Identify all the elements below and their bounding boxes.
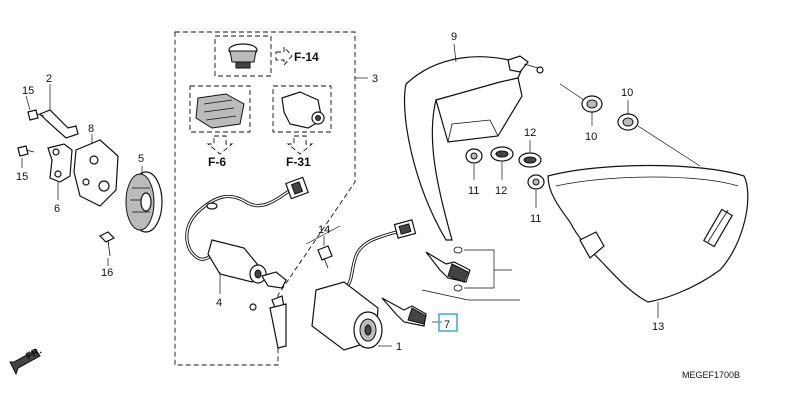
part-15-bolt-lower [17,145,35,168]
part-10-grommet-a [559,83,603,126]
label-10-left: 10 [585,131,597,143]
part-11-grommet-a [465,148,483,180]
inset-f31: F-31 [272,85,332,169]
label-11-right: 11 [530,213,541,225]
front-arrow-icon [9,349,41,376]
label-13: 13 [652,321,664,333]
label-9: 9 [451,31,457,43]
label-15-lower: 15 [16,171,28,183]
part-15-bolt-upper [25,95,45,121]
arrow-f31-icon [286,135,314,155]
label-3: 3 [372,73,378,85]
part-10-grommet-b [617,100,701,167]
part-5-cover [125,166,163,233]
label-2: 2 [46,73,52,85]
label-1: 1 [396,341,402,353]
label-15-upper: 15 [22,85,34,97]
label-5: 5 [138,153,144,165]
label-7: 7 [444,319,450,331]
part-16-bolt [98,231,116,266]
label-16: 16 [101,267,113,279]
ref-f6: F-6 [208,155,226,169]
part-8-plate [73,134,119,207]
extension-lines [305,225,520,301]
part-4-ignition-switch [185,176,309,349]
part-9-side-cover [403,43,544,241]
part-6-stay [47,143,73,200]
arrow-f6-icon [206,135,234,155]
ref-f31: F-31 [286,155,311,169]
ref-f14: F-14 [294,50,319,64]
label-11-left: 11 [468,185,479,197]
label-12-upper: 12 [524,127,536,139]
part-13-side-cover [547,164,749,318]
part-12-grommet-b [518,140,542,168]
label-10-right: 10 [621,87,633,99]
part-11-grommet-b [527,174,545,208]
part-7-highlight [438,313,458,332]
label-14: 14 [318,224,330,236]
assembly-box [174,31,368,366]
inset-f14: F-14 [214,35,319,77]
diagram-code: MEGEF1700B [682,370,740,380]
label-6: 6 [54,203,60,215]
part-2-bracket [38,84,79,139]
arrow-f14-icon [275,45,293,67]
part-7-keys [381,246,512,332]
front-label: FR. [24,345,44,362]
part-12-grommet-a [490,146,514,180]
front-direction-arrow: FR. [9,345,44,376]
part-14-bolt [317,236,333,269]
label-12-lower: 12 [495,185,507,197]
inset-f6: F-6 [189,85,251,169]
label-8: 8 [88,123,94,135]
label-4: 4 [216,297,222,309]
part-1-seat-lock [311,219,417,351]
